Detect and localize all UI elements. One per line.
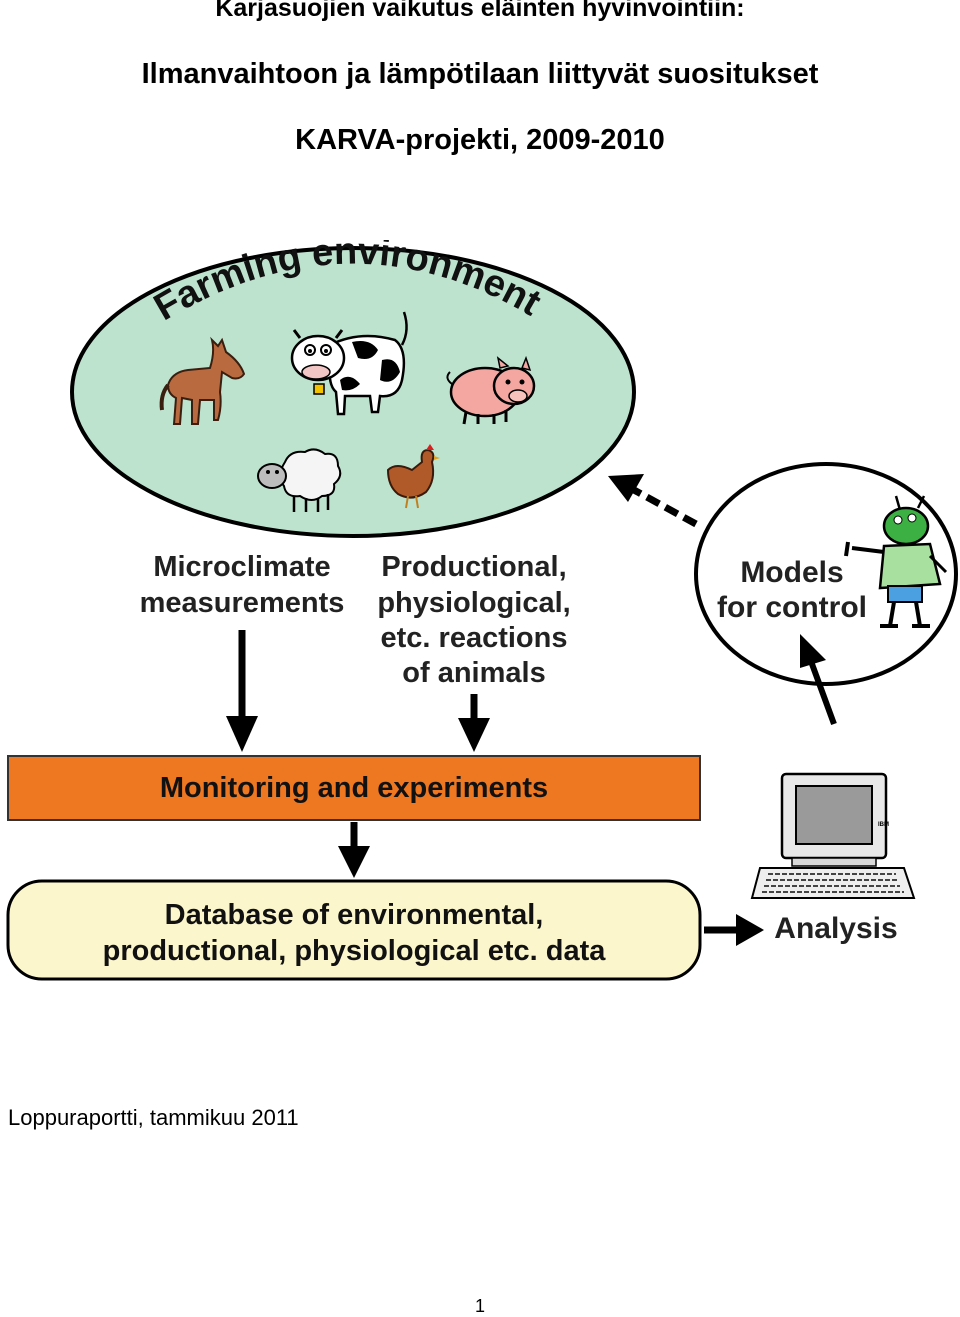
hen-icon [386, 444, 440, 509]
microclimate-label-line2: measurements [140, 587, 345, 619]
productional-label-line1: Productional, [381, 551, 566, 583]
models-label-line2: for control [717, 591, 867, 624]
arrow-models-to-environment [608, 474, 698, 528]
arrow-monitoring-to-database [338, 822, 370, 878]
models-label-line1: Models [740, 556, 843, 589]
productional-label-line4: of animals [402, 657, 545, 689]
database-box [6, 879, 702, 981]
horse-icon [159, 336, 246, 425]
report-date-footer: Loppuraportti, tammikuu 2011 [8, 1105, 299, 1130]
database-label-line1: Database of environmental, [165, 899, 544, 931]
productional-label-line2: physiological, [377, 587, 570, 619]
title-line-2: Ilmanvaihtoon ja lämpötilaan liittyvät s… [141, 58, 819, 90]
arrow-database-to-analysis [704, 914, 764, 946]
arrow-reactions-to-monitoring [458, 694, 490, 752]
analysis-label: Analysis [774, 912, 897, 945]
title-line-3: KARVA-projekti, 2009-2010 [295, 124, 665, 156]
pig-icon [446, 355, 536, 425]
sheep-icon [257, 448, 342, 512]
alien-character-icon [844, 495, 948, 628]
monitoring-box [7, 755, 701, 821]
computer-icon: IBM [750, 772, 916, 899]
monitoring-label: Monitoring and experiments [160, 772, 548, 804]
database-label-line2: productional, physiological etc. data [103, 935, 607, 967]
arrow-analysis-to-models [800, 634, 837, 726]
productional-label-line3: etc. reactions [381, 622, 568, 654]
workflow-diagram: Farming environment [6, 240, 958, 981]
page-number: 1 [474, 1296, 485, 1316]
title-line-1: Karjasuojien vaikutus eläinten hyvinvoin… [215, 0, 745, 22]
computer-brand: IBM [878, 822, 889, 828]
cow-icon [290, 311, 408, 416]
microclimate-label-line1: Microclimate [153, 551, 330, 583]
arrow-microclimate-to-monitoring [226, 630, 258, 752]
